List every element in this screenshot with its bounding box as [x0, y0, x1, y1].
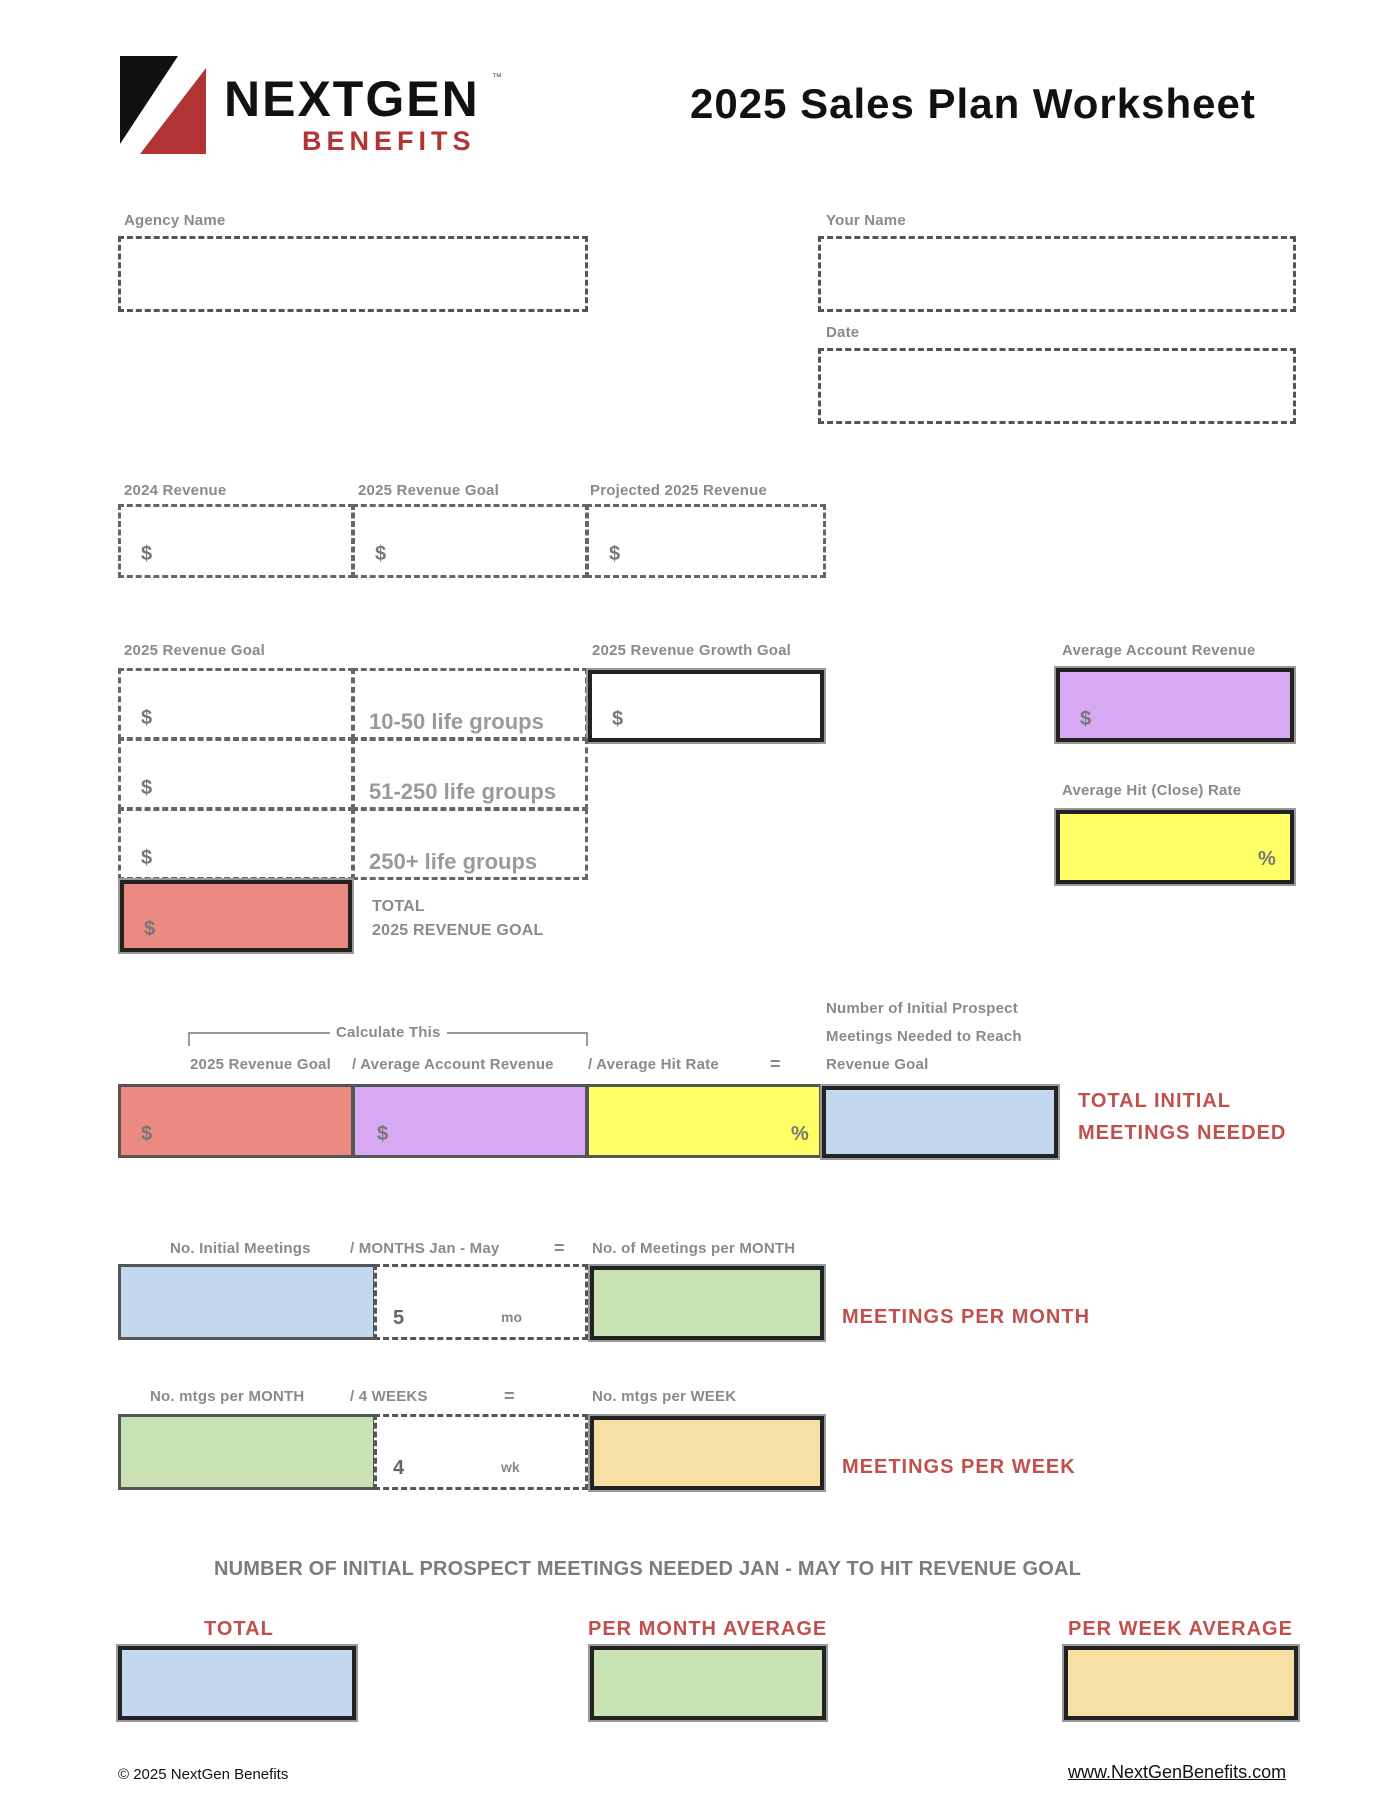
summary-week-label: PER WEEK AVERAGE	[1068, 1618, 1293, 1640]
month-initial-meetings-field[interactable]	[118, 1264, 376, 1340]
website-link[interactable]: www.NextGenBenefits.com	[1068, 1762, 1287, 1782]
month-divisor: 5	[393, 1307, 405, 1329]
calc-col1-label: 2025 Revenue Goal	[190, 1056, 331, 1073]
currency-symbol: $	[377, 1123, 389, 1145]
avg-close-rate-field[interactable]: %	[1056, 810, 1294, 884]
avg-revenue-field[interactable]: $	[1056, 668, 1294, 742]
meetings-per-week-field[interactable]	[590, 1416, 824, 1490]
goal-row-2-text: 51-250 life groups	[369, 779, 557, 804]
logo-mark-icon	[120, 56, 206, 154]
revenue-2024-field[interactable]: $	[118, 504, 354, 578]
growth-goal-label: 2025 Revenue Growth Goal	[592, 642, 792, 659]
week-meetings-per-month-field[interactable]	[118, 1414, 376, 1490]
date-field[interactable]	[818, 348, 1296, 424]
calc-col2-label: / Average Account Revenue	[352, 1056, 554, 1073]
currency-symbol: $	[141, 777, 153, 799]
agency-name-label: Agency Name	[124, 212, 226, 229]
revenue-2024-label: 2024 Revenue	[124, 482, 227, 499]
calc-hit-rate-field[interactable]: %	[586, 1084, 822, 1158]
calc-avg-revenue-field[interactable]: $	[352, 1084, 588, 1158]
logo-tm: ™	[492, 72, 502, 83]
revenue-goal-field[interactable]: $	[352, 504, 588, 578]
month-unit: mo	[501, 1309, 522, 1325]
your-name-label: Your Name	[826, 212, 906, 229]
month-equals: =	[554, 1238, 565, 1258]
percent-symbol: %	[791, 1123, 809, 1145]
goal-row-3-label-cell: 250+ life groups	[352, 808, 588, 880]
week-label-1: No. mtgs per MONTH	[150, 1388, 305, 1405]
projected-revenue-label: Projected 2025 Revenue	[590, 482, 767, 499]
currency-symbol: $	[375, 543, 387, 565]
goal-row-3-text: 250+ life groups	[369, 849, 538, 874]
total-label-line2: 2025 REVENUE GOAL	[372, 922, 544, 939]
currency-symbol: $	[612, 708, 624, 730]
currency-symbol: $	[1080, 708, 1092, 730]
summary-month-label: PER MONTH AVERAGE	[588, 1618, 828, 1640]
week-equals: =	[504, 1386, 515, 1406]
calc-revenue-goal-field[interactable]: $	[118, 1084, 354, 1158]
total-meetings-needed-line2: MEETINGS NEEDED	[1078, 1122, 1287, 1144]
currency-symbol: $	[141, 543, 153, 565]
calc-meetings-result-field[interactable]	[822, 1086, 1058, 1158]
calc-equals: =	[770, 1054, 781, 1074]
goal-breakdown-label: 2025 Revenue Goal	[124, 642, 265, 659]
calculate-label: Calculate This	[330, 1024, 447, 1041]
week-label-2: / 4 WEEKS	[350, 1388, 428, 1405]
avg-revenue-label: Average Account Revenue	[1062, 642, 1256, 659]
goal-row-3-amount[interactable]: $	[118, 808, 354, 880]
total-label-line1: TOTAL	[372, 898, 425, 915]
copyright: © 2025 NextGen Benefits	[118, 1766, 289, 1783]
meetings-per-week-note: MEETINGS PER WEEK	[842, 1456, 1076, 1478]
logo: NEXTGEN ™ BENEFITS	[120, 56, 502, 156]
revenue-goal-label: 2025 Revenue Goal	[358, 482, 499, 499]
calc-col4-label-line3: Revenue Goal	[826, 1056, 929, 1073]
currency-symbol: $	[141, 847, 153, 869]
projected-revenue-field[interactable]: $	[586, 504, 826, 578]
calc-col4-label-line2: Meetings Needed to Reach	[826, 1028, 1022, 1045]
summary-week-field[interactable]	[1064, 1646, 1298, 1720]
summary-total-field[interactable]	[118, 1646, 356, 1720]
percent-symbol: %	[1258, 848, 1276, 870]
summary-month-field[interactable]	[590, 1646, 826, 1720]
meetings-per-month-note: MEETINGS PER MONTH	[842, 1306, 1091, 1328]
your-name-field[interactable]	[818, 236, 1296, 312]
goal-row-1-text: 10-50 life groups	[369, 709, 544, 734]
summary-total-label: TOTAL	[204, 1618, 274, 1640]
month-label-2: / MONTHS Jan - May	[350, 1240, 500, 1257]
page-title: 2025 Sales Plan Worksheet	[690, 80, 1256, 127]
calc-col3-label: / Average Hit Rate	[588, 1056, 719, 1073]
logo-secondary: BENEFITS	[302, 126, 476, 156]
month-label-1: No. Initial Meetings	[170, 1240, 311, 1257]
summary-heading: NUMBER OF INITIAL PROSPECT MEETINGS NEED…	[214, 1558, 1082, 1580]
week-divisor: 4	[393, 1457, 405, 1479]
calc-col4-label-line1: Number of Initial Prospect	[826, 1000, 1018, 1017]
goal-row-1-amount[interactable]: $	[118, 668, 354, 740]
agency-name-field[interactable]	[118, 236, 588, 312]
currency-symbol: $	[609, 543, 621, 565]
date-label: Date	[826, 324, 860, 341]
goal-row-1-label-cell: 10-50 life groups	[352, 668, 588, 740]
total-revenue-goal-field[interactable]: $	[120, 880, 352, 952]
currency-symbol: $	[144, 918, 156, 940]
avg-close-rate-label: Average Hit (Close) Rate	[1062, 782, 1242, 799]
week-label-3: No. mtgs per WEEK	[592, 1388, 737, 1405]
goal-row-2-label-cell: 51-250 life groups	[352, 738, 588, 810]
week-divisor-cell: 4 wk	[374, 1414, 588, 1490]
meetings-per-month-field[interactable]	[590, 1266, 824, 1340]
currency-symbol: $	[141, 707, 153, 729]
logo-primary: NEXTGEN	[224, 71, 480, 127]
week-unit: wk	[501, 1459, 520, 1475]
goal-row-2-amount[interactable]: $	[118, 738, 354, 810]
month-divisor-cell: 5 mo	[374, 1264, 588, 1340]
month-label-3: No. of Meetings per MONTH	[592, 1240, 796, 1257]
currency-symbol: $	[141, 1123, 153, 1145]
total-meetings-needed-line1: TOTAL INITIAL	[1078, 1090, 1231, 1112]
growth-goal-field[interactable]: $	[588, 670, 824, 742]
